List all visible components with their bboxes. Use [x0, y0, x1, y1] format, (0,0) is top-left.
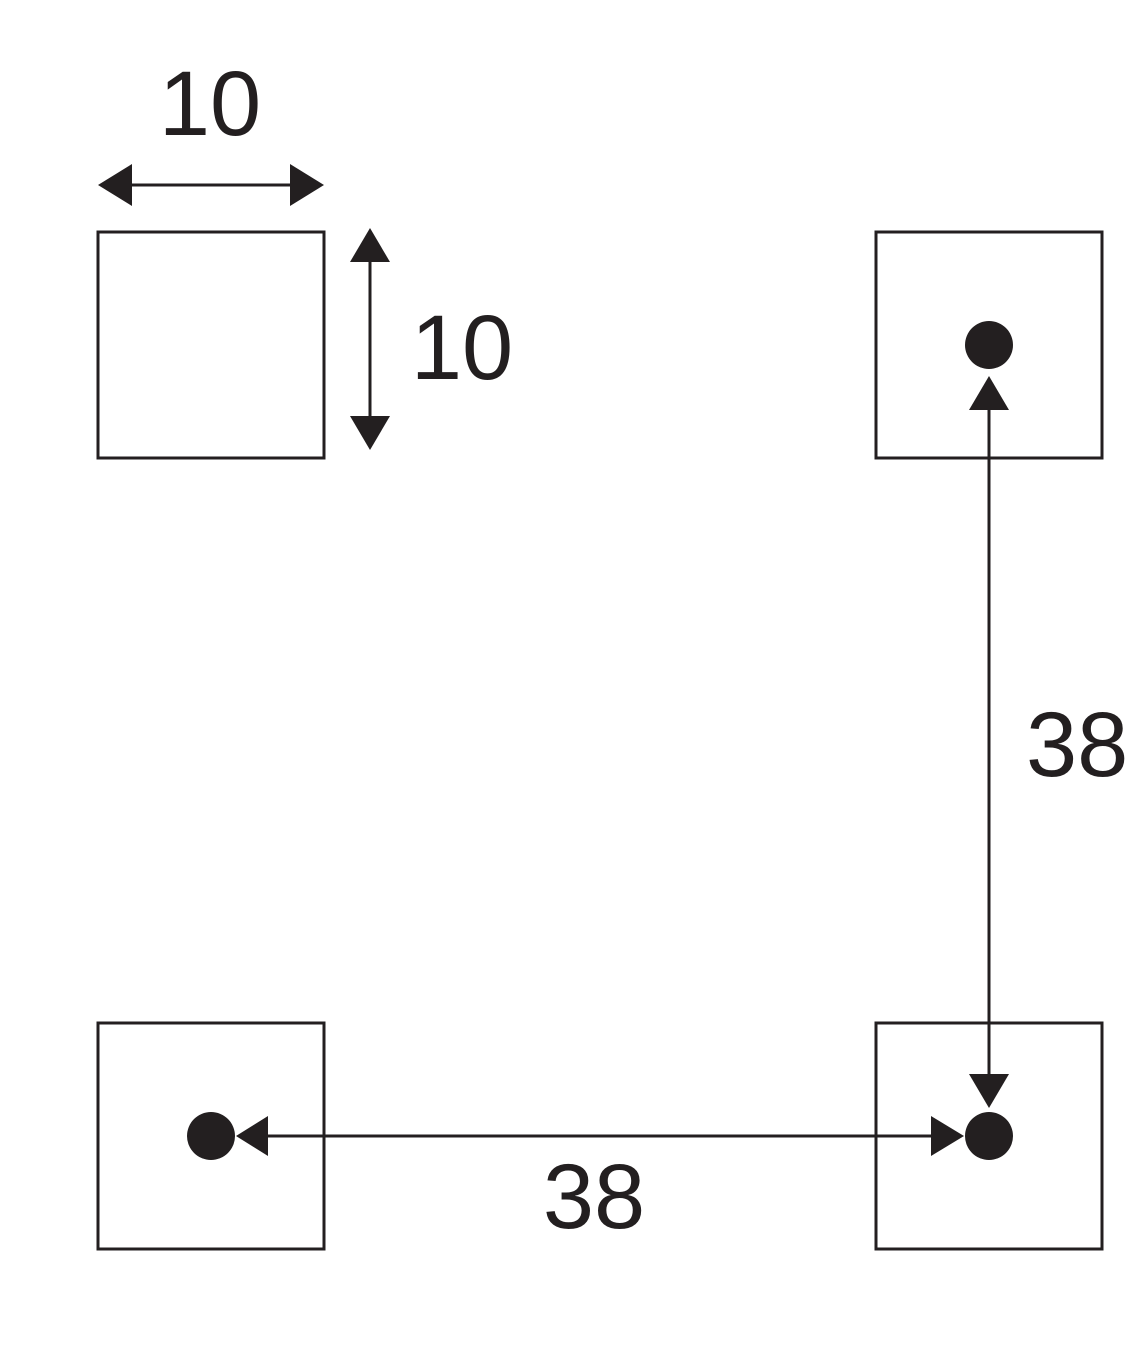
pad-top-left: [96, 230, 326, 460]
pad-width-label: 10: [159, 53, 261, 155]
center-dot-bottom-left: [187, 1112, 235, 1160]
arrowhead-right: [290, 164, 324, 206]
arrowhead-left: [98, 164, 132, 206]
horizontal-spacing-label: 38: [543, 1146, 645, 1248]
arrowhead-up: [969, 376, 1009, 410]
arrowhead-right: [931, 1116, 964, 1156]
arrowhead-down: [350, 416, 390, 450]
arrowhead-down: [969, 1074, 1009, 1108]
center-dot-bottom-right: [965, 1112, 1013, 1160]
vertical-spacing-label: 38: [1026, 694, 1128, 796]
vertical-spacing-dimension: [969, 376, 1009, 1108]
horizontal-spacing-dimension: [236, 1116, 964, 1156]
arrowhead-left: [236, 1116, 268, 1156]
pad-height-dimension: [350, 228, 390, 450]
pad-width-dimension: [98, 164, 324, 206]
arrowhead-up: [350, 228, 390, 262]
pad-height-label: 10: [411, 297, 513, 399]
center-dot-top-right: [965, 321, 1013, 369]
